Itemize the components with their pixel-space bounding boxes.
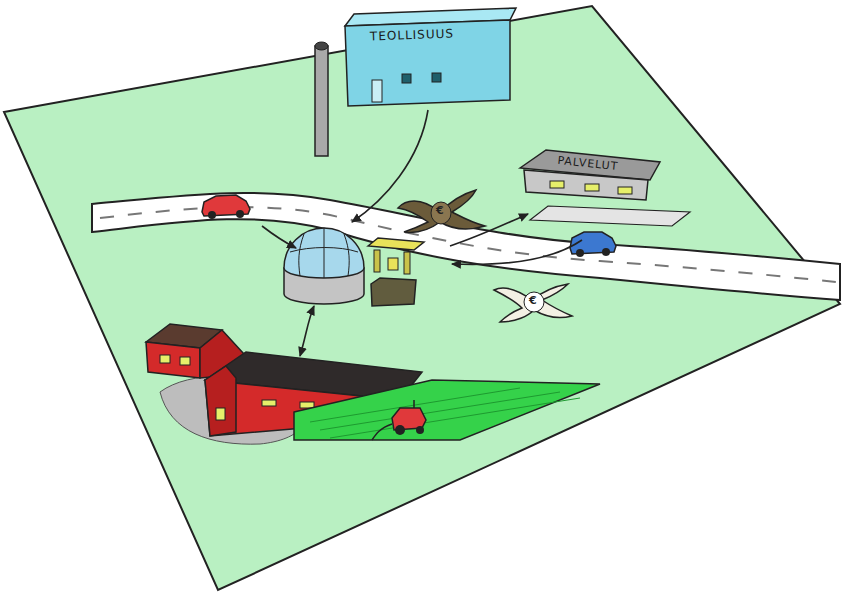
building-sign: TEOLLISUUS — [352, 20, 473, 50]
services-window — [550, 181, 564, 188]
currency-symbol: € — [436, 204, 444, 217]
tractor-wheel — [416, 426, 424, 434]
flow-arrow — [452, 240, 582, 264]
bird-body — [524, 292, 544, 312]
money-bird — [494, 284, 572, 322]
storage-container — [371, 278, 416, 306]
car-wheel — [208, 211, 216, 219]
house-window — [160, 355, 170, 363]
bird-body — [431, 202, 451, 224]
fuel-pump — [388, 258, 398, 270]
building-label: TEOLLISUUS — [370, 27, 455, 44]
house-window — [180, 357, 190, 365]
road-centre-line — [100, 207, 836, 282]
fuel-canopy — [368, 238, 424, 250]
chimney-top — [315, 42, 328, 50]
building-label: PALVELUT — [557, 153, 619, 172]
field-furrows — [310, 388, 580, 438]
chimney — [315, 46, 328, 156]
money-bird — [398, 190, 485, 232]
biogas-dome — [284, 228, 364, 278]
factory-window — [432, 73, 441, 82]
barn-window — [262, 400, 276, 406]
services-window — [618, 187, 632, 194]
farm-house — [146, 342, 200, 378]
ground-plane — [4, 6, 840, 590]
factory-window — [402, 74, 411, 83]
flow-arrow — [450, 214, 528, 246]
barn-window — [216, 408, 225, 420]
road — [92, 193, 840, 300]
fuel-pump — [404, 252, 410, 274]
dome-seams — [290, 228, 358, 278]
parking-lot — [530, 206, 690, 226]
currency-symbol: € — [529, 294, 537, 307]
tractor-wheel — [395, 425, 405, 435]
services-window — [585, 184, 599, 191]
car-wheel — [576, 249, 584, 257]
field — [294, 380, 600, 440]
factory-building — [345, 20, 510, 106]
barn-gable — [205, 366, 236, 436]
services-building — [524, 170, 648, 200]
fuel-pump — [374, 250, 380, 272]
car-wheel — [602, 248, 610, 256]
car-wheel — [236, 210, 244, 218]
tractor-details — [372, 400, 414, 440]
flow-arrow — [262, 226, 296, 248]
flow-arrow — [352, 110, 428, 222]
factory-door — [372, 80, 382, 102]
flow-arrow — [300, 306, 314, 356]
